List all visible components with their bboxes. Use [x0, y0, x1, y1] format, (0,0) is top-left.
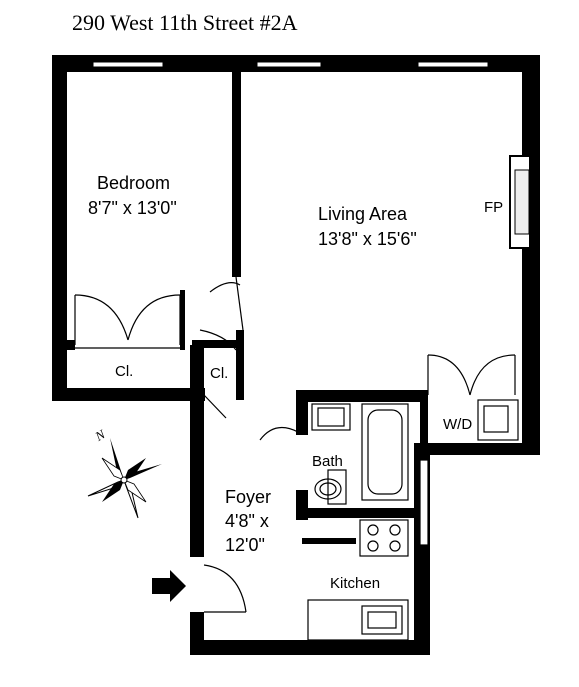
kitchen-window [419, 459, 429, 546]
compass-north-label: N [92, 426, 109, 444]
walls [52, 55, 540, 655]
entry-arrow-icon [152, 570, 186, 602]
bath-fixtures [259, 403, 409, 505]
kitchen-sink [361, 605, 403, 635]
living-name: Living Area [318, 204, 408, 224]
fireplace-box [514, 169, 530, 235]
foyer-name: Foyer [225, 487, 271, 507]
windows [92, 61, 489, 68]
washer-dryer [477, 399, 519, 441]
hall-closet-door[interactable] [199, 329, 237, 419]
bedroom-size: 8'7" x 13'0" [88, 198, 177, 218]
wd-label: W/D [443, 416, 472, 433]
closet-wall-1 [180, 290, 185, 350]
stove [359, 519, 409, 557]
living-door[interactable] [209, 276, 244, 331]
fireplace: FP [484, 155, 531, 249]
wd-bottom-wall [428, 443, 540, 455]
fireplace-label: FP [484, 199, 503, 216]
foyer-size-line1: 4'8" x [225, 511, 269, 531]
bath-bottom-wall [296, 508, 428, 518]
kitchen-counter [307, 599, 409, 641]
toilet [314, 469, 347, 505]
foyer-size-line2: 12'0" [225, 535, 265, 555]
bath-door[interactable] [259, 426, 299, 441]
plan-title: 290 West 11th Street #2A [72, 10, 298, 35]
foyer-left-wall [190, 345, 204, 557]
kitchen-divider-wall [302, 538, 356, 544]
window-living-2 [417, 61, 489, 68]
bedroom-left-wall [52, 55, 67, 400]
window-bedroom [92, 61, 164, 68]
window-living-1 [256, 61, 322, 68]
living-right-wall [522, 55, 540, 453]
bath-left-wall [296, 390, 308, 435]
wd-doors[interactable] [427, 354, 516, 396]
closet-wall-3 [236, 330, 244, 400]
bathtub [361, 403, 409, 501]
bedroom-living-wall [232, 72, 241, 277]
bottom-wall [190, 640, 430, 655]
bedroom-closet-doors[interactable] [74, 294, 181, 349]
closet-wall-2 [192, 340, 237, 348]
bedroom-closet-wall [67, 340, 75, 350]
closet-hall-label: Cl. [210, 365, 228, 382]
kitchen-fixtures [307, 459, 429, 641]
compass-rose-icon [87, 438, 162, 519]
bedroom-bottom-wall [52, 388, 205, 401]
bedroom-name: Bedroom [97, 173, 170, 193]
bath-name: Bath [312, 453, 343, 470]
closet-bedroom-label: Cl. [115, 363, 133, 380]
room-labels: Bedroom 8'7" x 13'0" Living Area 13'8" x… [88, 173, 472, 592]
entry-door[interactable] [203, 564, 247, 613]
bath-sink [311, 403, 351, 431]
living-size: 13'8" x 15'6" [318, 229, 417, 249]
kitchen-name: Kitchen [330, 575, 380, 592]
bath-top-wall [296, 390, 428, 402]
wd-divider-wall [420, 395, 428, 455]
